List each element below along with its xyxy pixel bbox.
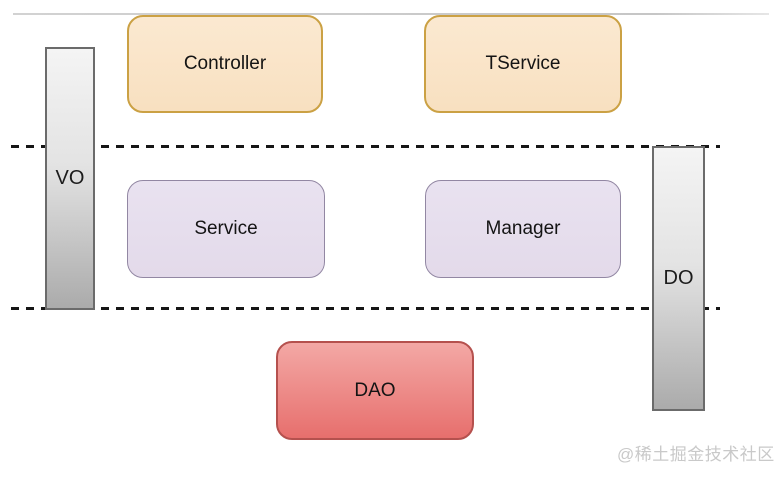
watermark: @稀土掘金技术社区 [617, 445, 775, 464]
vo-bar-label: VO [55, 167, 85, 189]
manager-box: Manager [425, 180, 621, 278]
top-divider-line [13, 13, 769, 15]
tservice-box: TService [424, 15, 622, 113]
service-box: Service [127, 180, 325, 278]
service-box-label: Service [194, 218, 258, 239]
layer-divider-lower-dashed-line [11, 307, 720, 310]
tservice-box-label: TService [485, 53, 561, 74]
controller-box: Controller [127, 15, 323, 113]
layer-divider-upper-dashed-line [11, 145, 720, 148]
do-bar: DO [652, 146, 705, 411]
dao-box-label: DAO [354, 379, 396, 401]
vo-bar: VO [45, 47, 95, 310]
manager-box-label: Manager [485, 218, 561, 239]
controller-box-label: Controller [183, 53, 267, 74]
do-bar-label: DO [663, 267, 694, 289]
dao-box: DAO [276, 341, 474, 440]
